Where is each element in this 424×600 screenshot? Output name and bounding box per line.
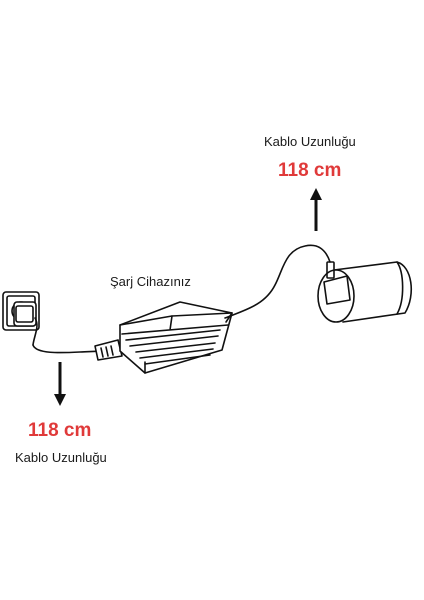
output-cable [224,244,331,319]
arrow-up-icon [310,188,322,231]
power-plug-icon [13,301,38,346]
ac-connector [94,339,123,361]
battery-cylinder-icon [317,261,412,323]
charger-box-icon [119,301,233,374]
arrow-down-icon [54,362,66,406]
bottom-cable-length-label: Kablo Uzunluğu [15,450,107,465]
charger-label: Şarj Cihazınız [110,274,191,289]
top-cable-length-value: 118 cm [278,160,342,181]
top-cable-length-label: Kablo Uzunluğu [264,134,356,149]
bottom-cable-length-value: 118 cm [28,420,92,441]
